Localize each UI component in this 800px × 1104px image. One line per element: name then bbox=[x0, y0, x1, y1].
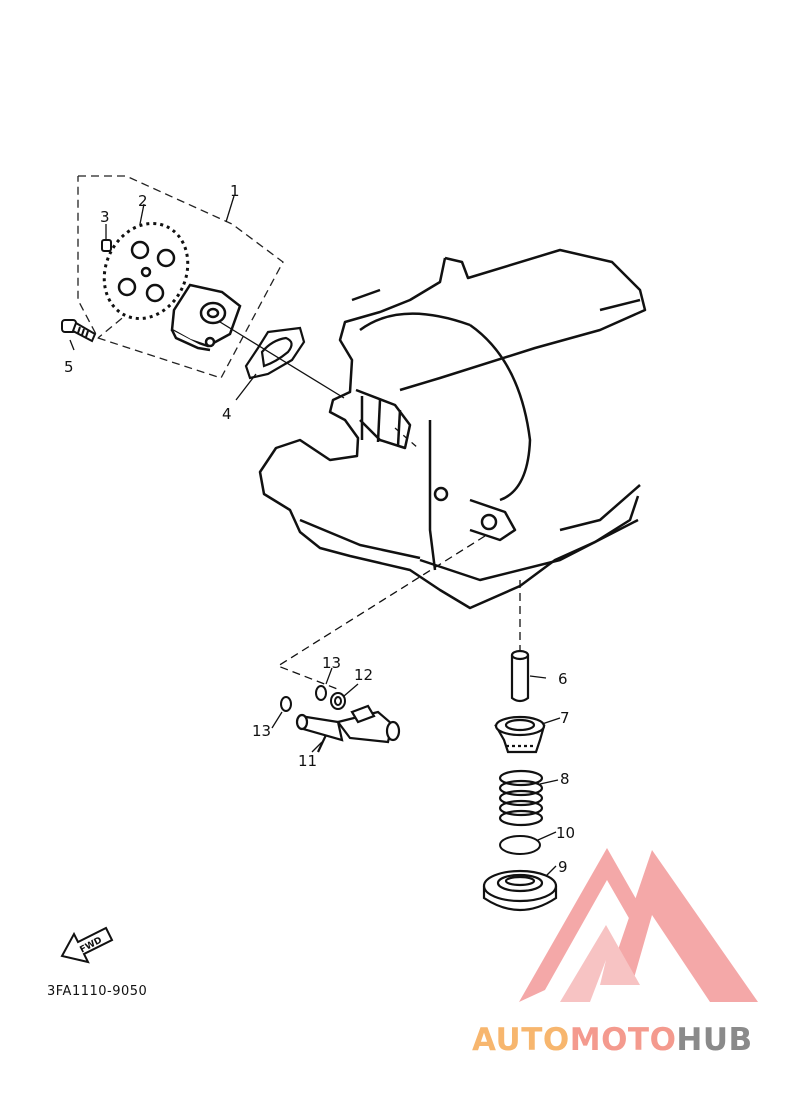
label-part-3: 3 bbox=[100, 208, 110, 226]
strainer-leader-lines bbox=[276, 535, 521, 691]
label-part-5: 5 bbox=[64, 358, 74, 376]
drain-plug bbox=[482, 869, 558, 912]
label-part-8: 8 bbox=[560, 770, 570, 788]
small-seals bbox=[280, 685, 346, 712]
spring bbox=[498, 769, 544, 827]
oil-pump-body bbox=[170, 283, 242, 352]
label-part-12: 12 bbox=[354, 666, 373, 684]
brand-auto: AUTO bbox=[472, 1022, 570, 1058]
brand-hub: HUB bbox=[676, 1022, 753, 1058]
pipe bbox=[510, 649, 530, 703]
label-part-10: 10 bbox=[556, 824, 575, 842]
alignment-lines bbox=[219, 321, 419, 449]
label-part-13-lower: 13 bbox=[252, 722, 271, 740]
brand-moto: MOTO bbox=[569, 1022, 677, 1058]
label-part-4: 4 bbox=[222, 405, 232, 423]
label-part-6: 6 bbox=[558, 670, 568, 688]
strainer-cap bbox=[494, 715, 546, 754]
joint-pipe bbox=[295, 704, 401, 753]
bolt bbox=[61, 319, 97, 343]
gasket bbox=[244, 326, 306, 380]
crankcase bbox=[258, 248, 647, 610]
o-ring bbox=[499, 835, 541, 855]
label-part-11: 11 bbox=[298, 752, 317, 770]
label-part-2: 2 bbox=[138, 192, 148, 210]
nut bbox=[101, 239, 112, 252]
fwd-arrow-icon: FWD bbox=[60, 926, 114, 964]
label-part-9: 9 bbox=[558, 858, 568, 876]
drive-gear bbox=[102, 221, 190, 321]
label-part-13-upper: 13 bbox=[322, 654, 341, 672]
label-part-7: 7 bbox=[560, 709, 570, 727]
diagram-part-code: 3FA1110-9050 bbox=[47, 984, 148, 999]
callout-leaders bbox=[69, 195, 561, 877]
watermark-logo bbox=[519, 848, 758, 1002]
label-part-1: 1 bbox=[230, 182, 240, 200]
watermark-brand: AUTOMOTOHUB bbox=[472, 1022, 794, 1062]
